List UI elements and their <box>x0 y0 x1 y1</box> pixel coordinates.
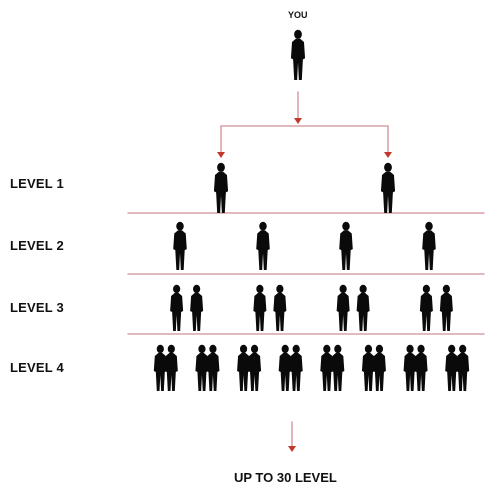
level-4-person-icon-14 <box>414 344 428 391</box>
level-2-person-icon-4 <box>422 221 436 270</box>
level-3-label: LEVEL 3 <box>10 300 64 315</box>
level-3-person-icon-1 <box>170 284 184 331</box>
level-4-person-icon-10 <box>331 344 345 391</box>
level-3-person-icon-7 <box>419 284 433 331</box>
you-arrow-down-icon <box>294 118 302 124</box>
footer-arrow-down-icon <box>288 446 296 452</box>
footer-label: UP TO 30 LEVEL <box>234 470 337 485</box>
level-4-person-icon-1 <box>153 344 167 391</box>
level-3-person-icon-2 <box>190 284 204 331</box>
connector-lines <box>127 91 485 452</box>
level-1-person-icon-1 <box>213 162 229 213</box>
level-4-person-icon-13 <box>403 344 417 391</box>
you-label: YOU <box>288 10 308 20</box>
level-4-person-icon-12 <box>372 344 386 391</box>
level-2-person-icon-1 <box>173 221 187 270</box>
level-3-person-icon-5 <box>336 284 350 331</box>
level-4-person-icon-2 <box>164 344 178 391</box>
level-4-person-icon-7 <box>278 344 292 391</box>
level-4-label: LEVEL 4 <box>10 360 64 375</box>
level-4-person-icon-15 <box>445 344 459 391</box>
branch-right-arrow-down-icon <box>384 152 392 158</box>
level-3-person-icon-8 <box>439 284 453 331</box>
level-1-label: LEVEL 1 <box>10 176 64 191</box>
level-2-person-icon-3 <box>339 221 353 270</box>
level-4-person-icon-3 <box>195 344 209 391</box>
level-4-person-icon-6 <box>248 344 262 391</box>
level-4-person-icon-8 <box>289 344 303 391</box>
level-2-label: LEVEL 2 <box>10 238 64 253</box>
branch-left-arrow-down-icon <box>217 152 225 158</box>
level-4-person-icon-4 <box>206 344 220 391</box>
level-4-person-icon-5 <box>237 344 251 391</box>
people-layer <box>153 29 470 391</box>
level-3-person-icon-6 <box>356 284 370 331</box>
level-3-person-icon-4 <box>273 284 287 331</box>
level-4-person-icon-16 <box>456 344 470 391</box>
level-3-person-icon-3 <box>253 284 267 331</box>
level-1-person-icon-2 <box>380 162 396 213</box>
level-2-person-icon-2 <box>256 221 270 270</box>
level-4-person-icon-11 <box>361 344 375 391</box>
level-4-person-icon-9 <box>320 344 334 391</box>
you-person-icon <box>290 29 306 80</box>
